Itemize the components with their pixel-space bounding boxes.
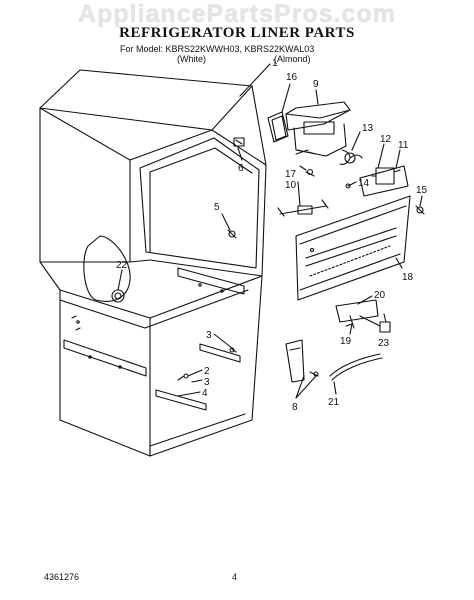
- callout-15: 15: [416, 185, 428, 196]
- callout-14: 14: [358, 178, 370, 189]
- rear-panel: [295, 195, 411, 301]
- duct-seal: [267, 111, 289, 143]
- fan-blade: [339, 149, 363, 165]
- callout-12: 12: [380, 134, 392, 145]
- divider-strip: [63, 267, 245, 377]
- color-white-label: (White): [177, 54, 206, 64]
- motor-bracket: [359, 165, 409, 197]
- shelf-rails: [155, 343, 241, 411]
- fan-motor: [371, 167, 401, 185]
- callout-1: 1: [272, 58, 278, 69]
- callout-20: 20: [374, 290, 386, 301]
- callout-3b: 3: [204, 377, 210, 388]
- thermostat-wire: [277, 165, 351, 217]
- drain-tube: [329, 353, 383, 381]
- part-5: [227, 229, 237, 239]
- callout-18: 18: [402, 272, 414, 283]
- page-number: 4: [232, 572, 238, 582]
- callout-5: 5: [214, 202, 220, 213]
- callout-3a: 3: [206, 330, 212, 341]
- callout-17: 17: [285, 169, 297, 180]
- air-duct: [285, 101, 351, 157]
- callout-11: 11: [398, 140, 409, 151]
- callout-21: 21: [328, 397, 340, 408]
- watermark: AppliancePartsPros.com: [78, 0, 396, 28]
- callout-4: 4: [202, 388, 208, 399]
- callouts: [117, 63, 423, 399]
- callout-6: 6: [238, 163, 244, 174]
- damper-parts: [335, 299, 391, 333]
- callout-16: 16: [286, 72, 298, 83]
- callout-10: 10: [285, 180, 297, 191]
- diagram-title: REFRIGERATOR LINER PARTS: [119, 25, 355, 41]
- callout-22: 22: [116, 260, 128, 271]
- color-almond-label: (Almond): [274, 54, 311, 64]
- liner-cabinet: [39, 69, 267, 457]
- footer-code: 4361276: [44, 572, 80, 582]
- callout-23: 23: [378, 338, 390, 349]
- model-line: For Model: KBRS22KWWH03, KBRS22KWAL03: [120, 44, 315, 54]
- callout-8: 8: [292, 402, 298, 413]
- callout-13: 13: [362, 123, 374, 134]
- bracket-8: [285, 339, 319, 383]
- part-6: [233, 137, 245, 147]
- callout-2: 2: [204, 366, 210, 377]
- callout-9: 9: [313, 79, 319, 90]
- callout-19: 19: [340, 336, 352, 347]
- screw-15: [415, 205, 425, 215]
